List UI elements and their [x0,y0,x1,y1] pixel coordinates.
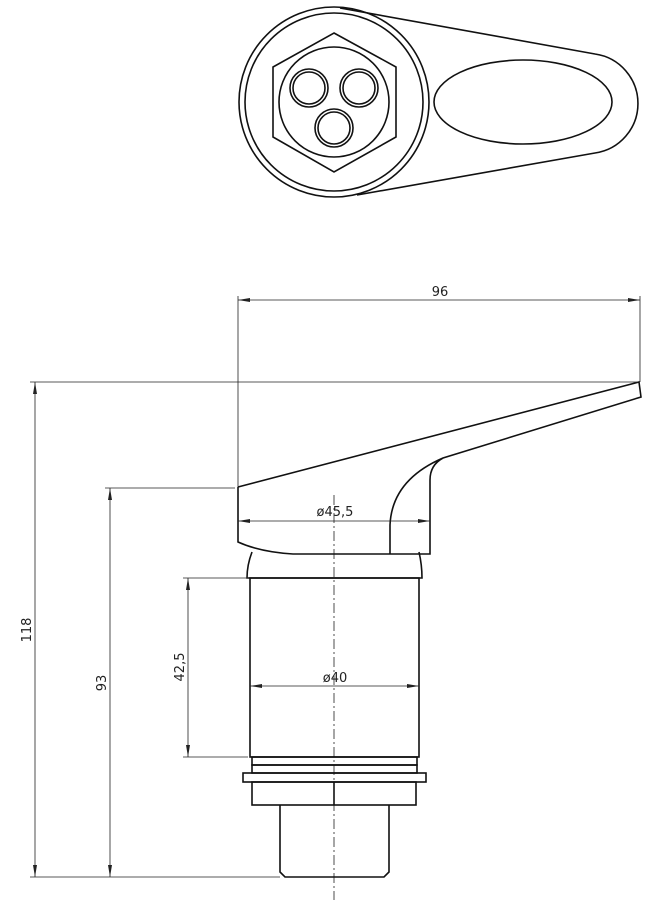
ring-2 [251,764,418,774]
dimension-label-45-5: ø45,5 [317,505,354,520]
top-view [238,6,639,198]
dimension-42-5: 42,5 [173,577,248,758]
dimension-label-96: 96 [432,285,449,300]
top-view-inner-ring [244,12,424,192]
top-view-lever-outline [339,7,639,196]
dimension-label-93: 93 [95,675,110,692]
dimension-label-42-5: 42,5 [173,653,188,682]
dimension-label-40: ø40 [323,671,348,686]
cylinder-body [249,577,420,758]
dimension-96: 96 [237,285,641,487]
ring-1 [251,756,418,766]
lever-handle [237,380,642,555]
dimension-40: ø40 [250,671,419,688]
threaded-stem [279,805,390,878]
top-view-outer-ring [238,6,430,198]
dimension-118: 118 [20,381,638,878]
cap-dome [246,551,423,579]
hex-nut [272,32,397,173]
port-holes [289,68,379,148]
dimension-label-118: 118 [20,618,35,643]
side-view [237,380,642,900]
flange [242,772,427,783]
lever-grip-ellipse [433,59,613,145]
dimension-45-5: ø45,5 [238,505,430,523]
hex-inner-circle [278,46,390,158]
dimension-93: 93 [95,487,235,877]
